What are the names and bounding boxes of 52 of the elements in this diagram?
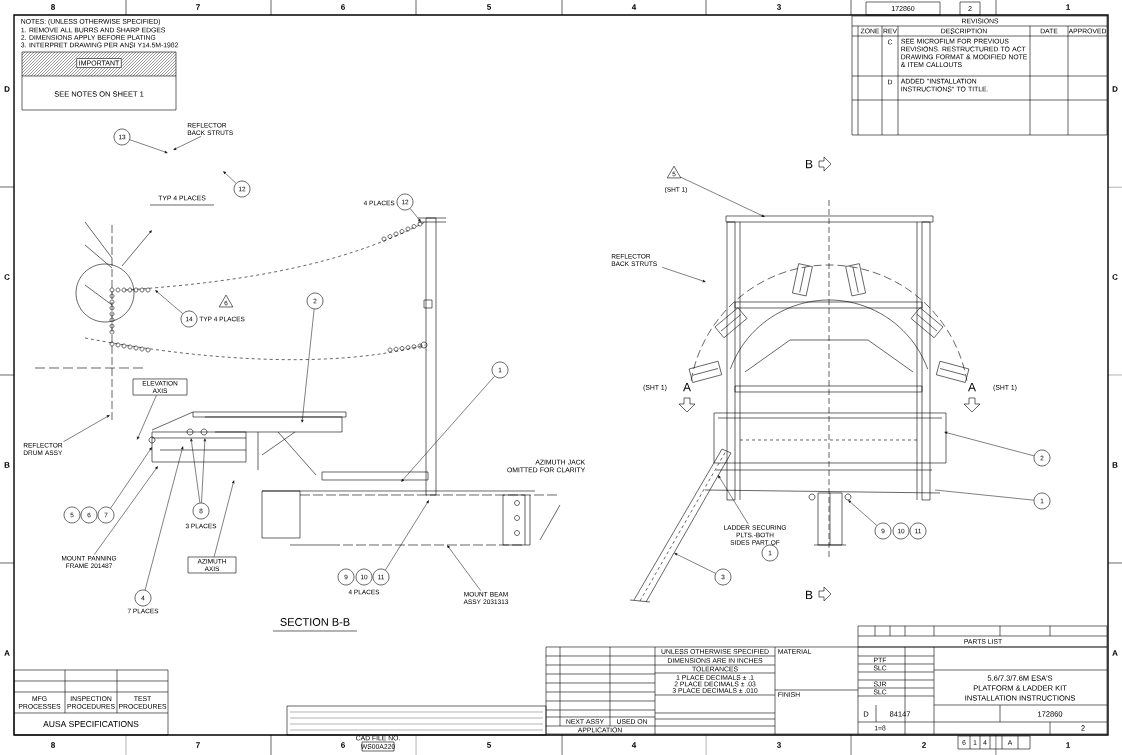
leader-line (848, 500, 878, 526)
zone-number: 3 (776, 742, 781, 748)
leader-line (934, 489, 1034, 501)
leader-line (213, 480, 235, 557)
leader-line (718, 475, 749, 525)
zone-number: 6 (341, 742, 345, 748)
zone-number: 4 (631, 742, 637, 748)
leader-line (223, 171, 237, 184)
zone-letter: A (1112, 650, 1118, 656)
zone-number: 4 (631, 4, 637, 10)
leader-line (201, 438, 206, 503)
view-label: B (806, 159, 813, 169)
zone-number: 8 (51, 4, 55, 10)
view-label: A (968, 382, 976, 392)
notice-box (21, 51, 177, 111)
leader-line (661, 267, 706, 283)
zone-letter: C (4, 274, 10, 280)
zone-number: 3 (776, 4, 781, 10)
view-label: B (806, 590, 813, 600)
zone-number: 6 (341, 4, 345, 10)
zone-number: 5 (487, 4, 491, 10)
leader-line (447, 545, 481, 591)
zone-number: 1 (1066, 4, 1070, 10)
zone-letter: C (1112, 274, 1118, 280)
leader-line (301, 309, 315, 423)
zone-letter: D (1112, 86, 1118, 92)
zone-number: 7 (196, 742, 200, 748)
leader-line (94, 466, 158, 555)
view-label: A (683, 382, 691, 392)
leader-line (944, 431, 1035, 457)
leader-line (401, 375, 495, 482)
zone-letter: B (1112, 462, 1118, 468)
leader-line (674, 553, 716, 574)
leader-line (680, 176, 765, 217)
leader-line (63, 415, 110, 442)
leader-line (129, 139, 168, 154)
zone-letter: D (4, 86, 10, 92)
leader-line (110, 447, 152, 509)
leader-line (144, 446, 184, 591)
section-title: SECTION B-B (280, 618, 350, 626)
zone-number: 2 (922, 742, 926, 748)
leader-line (190, 438, 201, 503)
leader-line (137, 395, 157, 440)
zone-letter: B (4, 462, 10, 468)
zone-letter: A (4, 650, 10, 656)
zone-number: 7 (196, 4, 200, 10)
leader-line (155, 290, 183, 314)
leader-line (173, 136, 202, 150)
zone-number: 5 (487, 742, 491, 748)
leader-line (409, 208, 421, 222)
zone-number: 1 (1066, 742, 1070, 748)
leader-line (385, 500, 429, 571)
